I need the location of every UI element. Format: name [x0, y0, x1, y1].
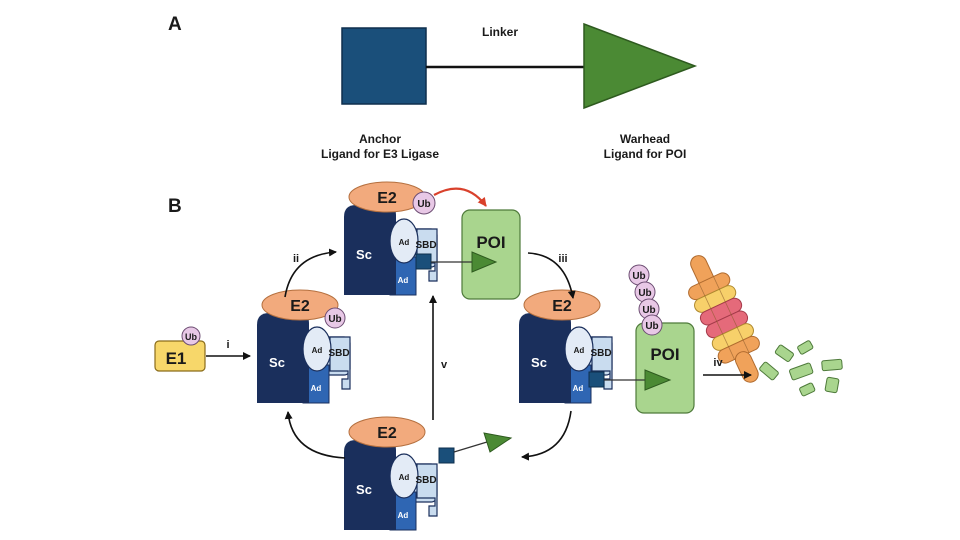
e2-label: E2: [552, 298, 572, 315]
ad-label: Ad: [398, 511, 409, 520]
poi-label: POI: [650, 345, 679, 364]
ad-label: Ad: [399, 473, 410, 482]
ub-label: Ub: [638, 288, 651, 299]
ad-label: Ad: [399, 238, 410, 247]
panel-a-letter: A: [168, 14, 182, 35]
warhead-triangle: [583, 22, 698, 110]
sbd-label: SBD: [590, 348, 611, 359]
e1-label: E1: [166, 349, 187, 368]
sbd-label: SBD: [415, 475, 436, 486]
warhead-triangle: [471, 251, 498, 273]
ub-label: Ub: [645, 321, 658, 332]
sbd-label: SBD: [328, 348, 349, 359]
step-label-iii: iii: [558, 253, 567, 265]
ub-circle: [324, 307, 346, 329]
e3-complex-bottom: E2 Sc Ad Ad SBD: [343, 416, 438, 531]
step-arrow-ii: [284, 248, 337, 298]
warhead-triangle: [644, 369, 672, 391]
e3-complex-top: Ub E2 Sc Ad Ad SBD: [343, 181, 438, 296]
poi-box: [461, 209, 521, 300]
warhead-triangle: [483, 432, 513, 453]
ub-circle: [641, 314, 663, 336]
proteasome-icon: [688, 255, 760, 383]
anchor-square: [438, 447, 455, 464]
step-arrow-to-bottom: [521, 410, 572, 461]
e3-complex-left: Ub E2 Sc Ad Ad SBD: [256, 289, 351, 404]
anchor-square: [588, 371, 605, 388]
e2-label: E2: [290, 298, 310, 315]
warhead-caption: Warhead Ligand for POI: [575, 132, 715, 162]
ad-label: Ad: [573, 384, 584, 393]
e2-label: E2: [377, 190, 397, 207]
poi-label: POI: [476, 233, 505, 252]
ad-label: Ad: [312, 346, 323, 355]
ad-label: Ad: [398, 276, 409, 285]
sc-label: Sc: [356, 482, 372, 497]
ubiquitin-transfer-arrow: [433, 187, 487, 207]
ub-label: Ub: [417, 199, 430, 210]
linker-label: Linker: [481, 25, 518, 39]
anchor-caption-line2: Ligand for E3 Ligase: [320, 147, 440, 161]
warhead-caption-line1: Warhead: [619, 132, 671, 146]
step-label-i: i: [226, 339, 229, 351]
anchor-caption: Anchor Ligand for E3 Ligase: [305, 132, 455, 162]
step-arrow-iii: [527, 252, 576, 299]
ub-label: Ub: [328, 314, 341, 325]
ub-label: Ub: [642, 305, 655, 316]
ub-label: Ub: [185, 332, 197, 342]
panel-b-letter: B: [168, 196, 182, 217]
sc-label: Sc: [356, 247, 372, 262]
sbd-label: SBD: [415, 240, 436, 251]
step-arrow-to-left: [284, 411, 346, 459]
step-label-v: v: [441, 359, 448, 371]
e3-complex-right: E2 Sc Ad Ad SBD: [518, 289, 613, 404]
anchor-square: [415, 253, 432, 270]
step-label-ii: ii: [293, 253, 299, 265]
sc-label: Sc: [531, 355, 547, 370]
peptide-fragments: [759, 340, 843, 397]
e2-label: E2: [377, 425, 397, 442]
linker-line: [453, 441, 488, 453]
sc-label: Sc: [269, 355, 285, 370]
ub-circle: [181, 326, 201, 346]
step-label-iv: iv: [713, 357, 723, 369]
anchor-square: [341, 27, 427, 105]
ub-label: Ub: [632, 271, 645, 282]
anchor-caption-line1: Anchor: [359, 132, 401, 146]
ad-label: Ad: [574, 346, 585, 355]
warhead-caption-line2: Ligand for POI: [603, 147, 687, 161]
poi-box: [635, 322, 695, 414]
ad-label: Ad: [311, 384, 322, 393]
e1-box: [154, 340, 206, 372]
ub-circle: [412, 191, 436, 215]
